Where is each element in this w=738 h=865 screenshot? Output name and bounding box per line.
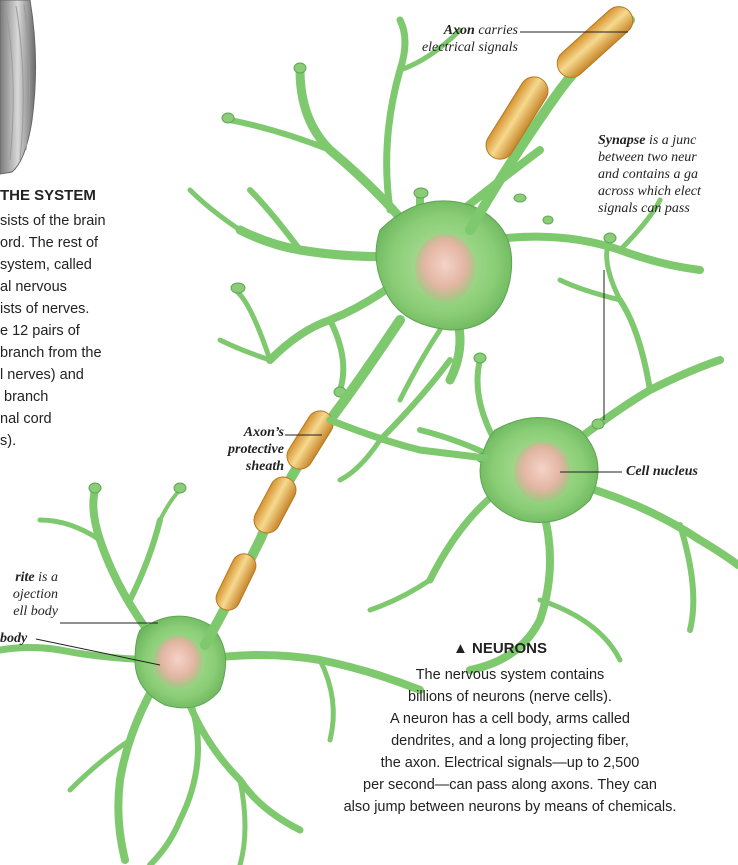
nerve-bundle (0, 0, 36, 174)
system-body-text: sists of the brain ord. The rest of syst… (0, 210, 200, 452)
system-heading: THE SYSTEM (0, 187, 190, 204)
label-dendrite: rite is a ojection ell body (0, 569, 58, 620)
label-axon-carries: Axon carries electrical signals (370, 22, 518, 56)
neurons-heading: ▲ NEURONS (453, 640, 547, 657)
label-cell-nucleus: Cell nucleus (626, 463, 698, 480)
neurons-body-text: The nervous system contains billions of … (270, 664, 738, 818)
synapse-terminals (514, 194, 553, 224)
label-cell-body: body (0, 630, 27, 647)
label-synapse: Synapse is a junc between two neur and c… (598, 132, 738, 217)
label-axon-sheath: Axon’s protective sheath (180, 424, 284, 475)
